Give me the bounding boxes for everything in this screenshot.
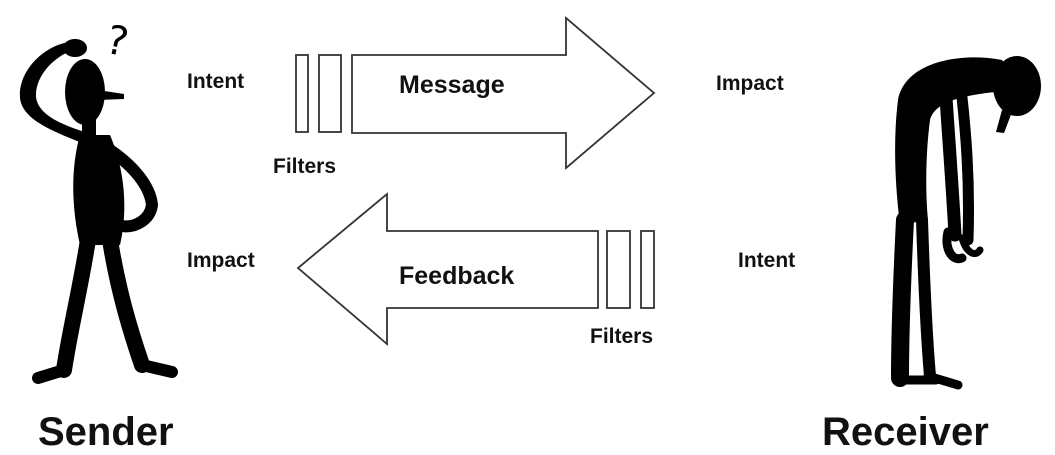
top-filters	[295, 54, 342, 133]
message-arrow	[351, 16, 656, 170]
receiver-caption: Receiver	[822, 410, 989, 454]
filter-bar-2	[318, 54, 342, 133]
receiver-intent-label: Intent	[738, 249, 796, 272]
receiver-head	[993, 56, 1041, 116]
receiver-figure	[891, 56, 1041, 390]
feedback-label: Feedback	[399, 262, 515, 290]
receiver-impact-label: Impact	[716, 72, 784, 95]
sender-head	[65, 59, 105, 125]
message-label: Message	[399, 71, 505, 99]
question-mark-icon: ?	[102, 17, 132, 66]
top-filters-label: Filters	[273, 155, 337, 178]
filter-bar-4	[640, 230, 655, 309]
sender-intent-label: Intent	[187, 70, 245, 93]
filter-bar-3	[606, 230, 631, 309]
filter-bar-1	[295, 54, 309, 133]
feedback-arrow	[296, 192, 599, 346]
sender-caption: Sender	[38, 410, 174, 454]
bottom-filters-label: Filters	[590, 325, 654, 348]
sender-impact-label: Impact	[187, 249, 255, 272]
sender-figure: ?	[19, 17, 178, 384]
bottom-filters	[606, 230, 655, 309]
